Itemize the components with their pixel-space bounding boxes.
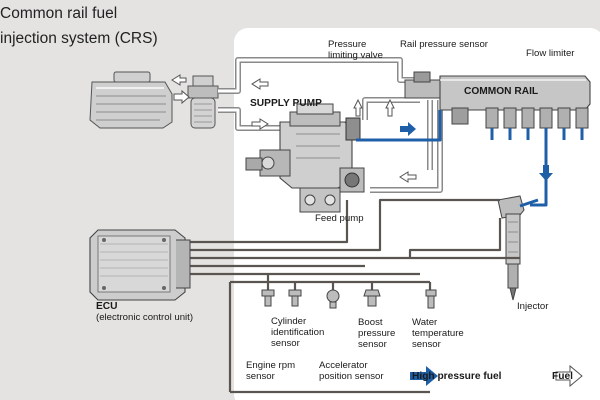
arrow-icon (251, 78, 417, 183)
engine-rpm-sensor-label-2: sensor (246, 371, 275, 382)
legend-fuel-label: Fuel (552, 371, 573, 382)
boost-sensor-label-1: Boost (358, 317, 383, 328)
arrow-icon (400, 122, 553, 181)
boost-sensor-label-3: sensor (358, 339, 387, 350)
feed-pump-label: Feed pump (315, 213, 364, 224)
sensor-icon (261, 289, 437, 309)
ecu-label: ECU (96, 301, 118, 312)
supply-pump-icon (245, 103, 365, 213)
accelerator-sensor-label-2: position sensor (319, 371, 384, 382)
ecu-wiring (190, 198, 520, 394)
cylinder-sensor-label-2: identification (271, 327, 325, 338)
rail-pressure-sensor-label: Rail pressure sensor (400, 39, 488, 50)
fuel-tank-icon (89, 71, 173, 129)
title-line-1: Common rail fuel (0, 5, 118, 22)
ecu-full-label: (electronic control unit) (96, 312, 194, 323)
water-sensor-label-3: sensor (412, 339, 441, 350)
engine-rpm-sensor-label-1: Engine rpm (246, 360, 296, 371)
flow-limiter-label: Flow limiter (526, 48, 575, 59)
pressure-limiting-valve-label-1: Pressure (328, 39, 367, 50)
arrow-icon (410, 364, 583, 388)
water-sensor-label-1: Water (412, 317, 438, 328)
legend-high-pressure-label: High pressure fuel (412, 371, 502, 382)
cylinder-sensor-label-1: Cylinder (271, 316, 307, 327)
water-sensor-label-2: temperature (412, 328, 464, 339)
arrow-icon (171, 74, 190, 105)
injector-icon (497, 195, 539, 301)
ecu-icon (89, 229, 191, 301)
common-rail-icon (404, 71, 591, 129)
cylinder-sensor-label-3: sensor (271, 338, 300, 349)
title-line-2: injection system (CRS) (0, 30, 158, 47)
pressure-limiting-valve-label-2: limiting valve (328, 50, 383, 61)
fuel-filter-icon (187, 75, 219, 129)
accelerator-sensor-label-1: Accelerator (319, 360, 368, 371)
high-pressure-lines (356, 110, 584, 207)
supply-pump-label: SUPPLY PUMP (250, 98, 322, 109)
common-rail-label: COMMON RAIL (464, 86, 539, 97)
boost-sensor-label-2: pressure (358, 328, 396, 339)
injector-label: Injector (517, 301, 549, 312)
